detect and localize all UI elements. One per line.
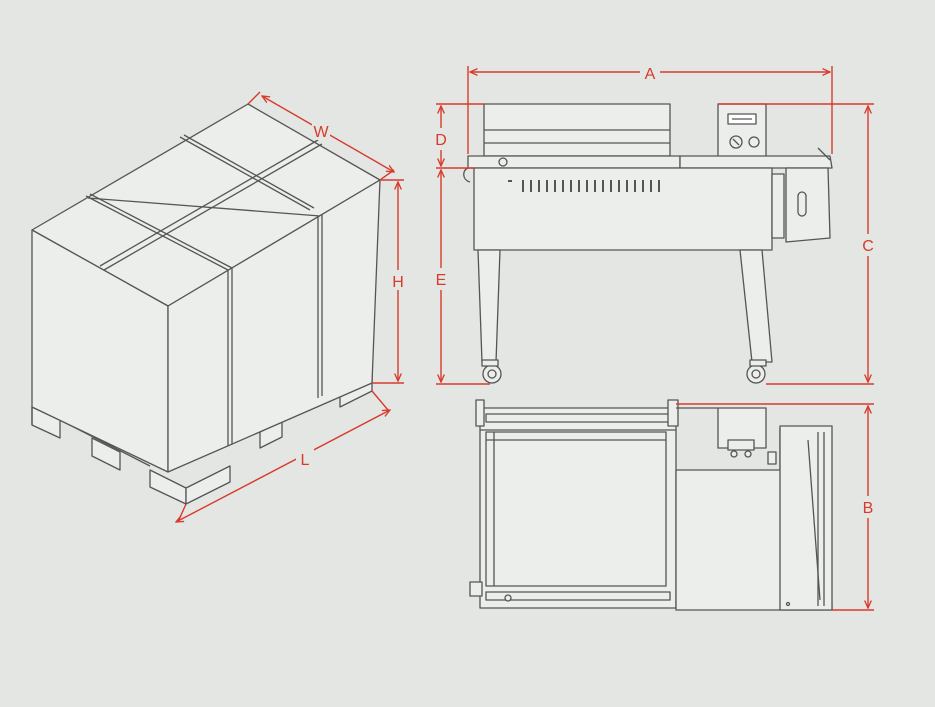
pallet-box-drawing xyxy=(31,103,381,505)
a-label-bg xyxy=(640,62,660,82)
machine-front-view xyxy=(463,103,833,384)
h-label-bg xyxy=(388,270,408,290)
conveyor-top xyxy=(679,155,833,169)
dimension-label-c: C xyxy=(862,238,874,255)
side-cover xyxy=(785,167,831,243)
d-label-bg xyxy=(431,128,451,150)
dimension-label-a: A xyxy=(645,66,656,83)
e-label-bg xyxy=(431,268,451,290)
vent-slots xyxy=(508,180,660,192)
control-panel xyxy=(717,103,767,161)
w-label-bg xyxy=(312,120,330,140)
dimension-label-w: W xyxy=(313,124,329,141)
front-right-leg xyxy=(739,249,773,363)
b-label-bg xyxy=(858,496,878,518)
dimension-label-l: L xyxy=(301,452,310,469)
dimension-label-d: D xyxy=(435,132,447,149)
front-left-leg xyxy=(477,249,501,363)
dimension-label-e: E xyxy=(436,272,447,289)
machine-top-view xyxy=(469,399,833,611)
sealing-area xyxy=(485,431,667,587)
c-label-bg xyxy=(858,234,878,256)
power-button xyxy=(748,136,760,148)
dimension-label-h: H xyxy=(392,274,404,291)
machine-body xyxy=(473,167,773,251)
l-label-bg xyxy=(296,448,314,468)
dimension-label-b: B xyxy=(863,500,874,517)
